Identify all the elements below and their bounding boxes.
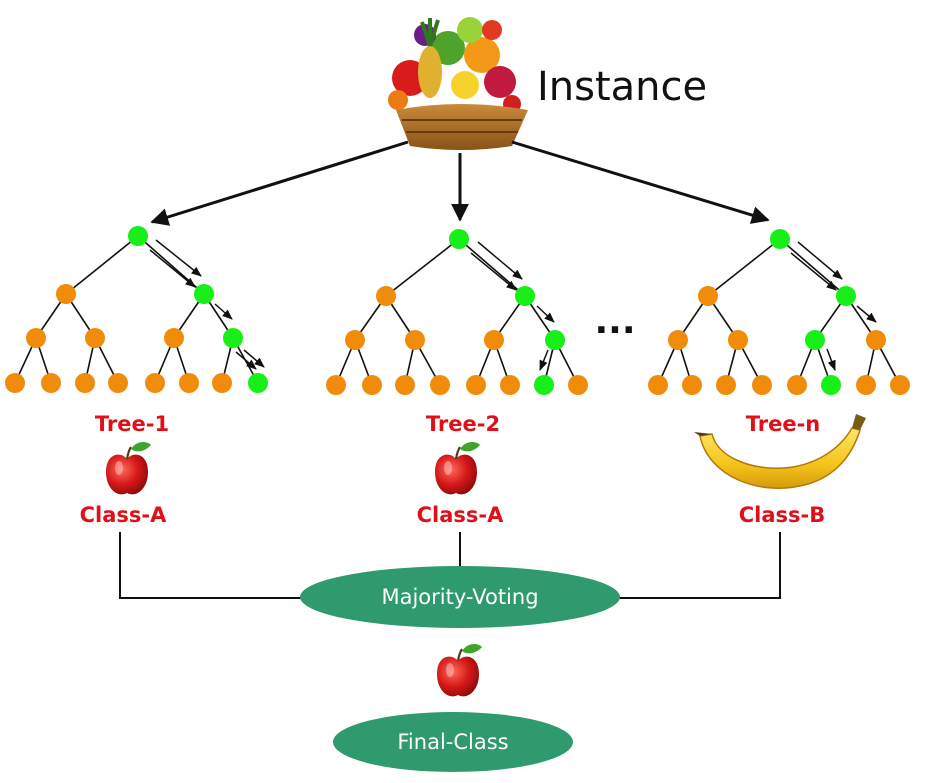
apple-icon [433,440,482,496]
tree-node [108,373,128,393]
tree-1-result: Tree-1 Class-A [80,412,169,527]
tree-node [395,375,415,395]
tree-node [326,375,346,395]
tree-n [648,229,910,395]
decision-path-arrow [790,252,837,291]
decision-path-arrow [149,249,196,288]
decision-path-arrow [214,303,233,320]
decision-path-arrow [470,252,517,291]
tree-label: Tree-2 [426,412,500,436]
decision-path-arrow [477,241,523,280]
tree-node [466,375,486,395]
tree-node [568,375,588,395]
tree-node [698,286,718,306]
active-tree-node [128,226,148,246]
tree-node [787,375,807,395]
active-tree-node [223,328,243,348]
tree-1 [5,226,268,393]
tree-edge [779,238,847,297]
decision-path-arrow [243,349,265,368]
active-tree-node [821,375,841,395]
tree-node [890,375,910,395]
tree-edge [65,235,139,295]
active-tree-node [805,330,825,350]
final-class-label: Final-Class [397,730,508,754]
tree-label: Tree-1 [95,412,169,436]
tree-node [145,373,165,393]
decision-path-arrow [797,241,843,280]
tree-node [682,375,702,395]
tree-node [212,373,232,393]
arrow-to-tree-1 [150,140,409,226]
tree-node [345,330,365,350]
active-tree-node [194,284,214,304]
decision-path-arrow [536,305,555,323]
instance-arrows [150,140,770,226]
tree-node [85,328,105,348]
class-label: Class-A [80,503,167,527]
tree-node [376,286,396,306]
active-tree-node [534,375,554,395]
class-label: Class-A [417,503,504,527]
decision-path-arrow [539,349,549,371]
final-class-node: Final-Class [333,712,573,772]
tree-node [26,328,46,348]
tree-edge [458,238,526,297]
tree-node [484,330,504,350]
tree-node [856,375,876,395]
tree-node [430,375,450,395]
instance: Instance [388,17,707,150]
active-tree-node [770,229,790,249]
voting-connectors [119,532,781,599]
decision-path-arrow [235,351,257,370]
decision-path-arrow [155,239,202,277]
tree-node [179,373,199,393]
tree-edge [385,238,460,297]
instance-label: Instance [537,64,707,110]
active-tree-node [515,286,535,306]
tree-node [362,375,382,395]
banana-icon [694,414,866,489]
tree-node [56,284,76,304]
tree-node [648,375,668,395]
tree-node [405,330,425,350]
fruit-basket-icon [388,17,528,150]
ellipsis: ... [594,301,635,342]
majority-voting-node: Majority-Voting [300,566,620,628]
tree-node [716,375,736,395]
tree-node [752,375,772,395]
active-tree-node [545,330,565,350]
apple-icon [435,642,484,698]
arrow-to-tree-n [511,140,770,224]
tree-n-result: Tree-n Class-B [694,412,866,527]
active-tree-node [836,286,856,306]
active-tree-node [248,373,268,393]
tree-node [41,373,61,393]
tree-node [728,330,748,350]
active-tree-node [449,229,469,249]
tree-label: Tree-n [746,412,821,436]
tree-2-result: Tree-2 Class-A [417,412,504,527]
tree-edge [707,238,781,297]
trees [5,226,910,395]
tree-node [866,330,886,350]
class-label: Class-B [739,503,826,527]
tree-node [75,373,95,393]
majority-voting-label: Majority-Voting [381,585,538,609]
tree-node [668,330,688,350]
decision-path-arrow [856,305,877,323]
tree-node [5,373,25,393]
tree-node [164,328,184,348]
tree-node [500,375,520,395]
apple-icon [104,440,153,496]
tree-2 [326,229,588,395]
decision-path-arrow [826,348,836,371]
